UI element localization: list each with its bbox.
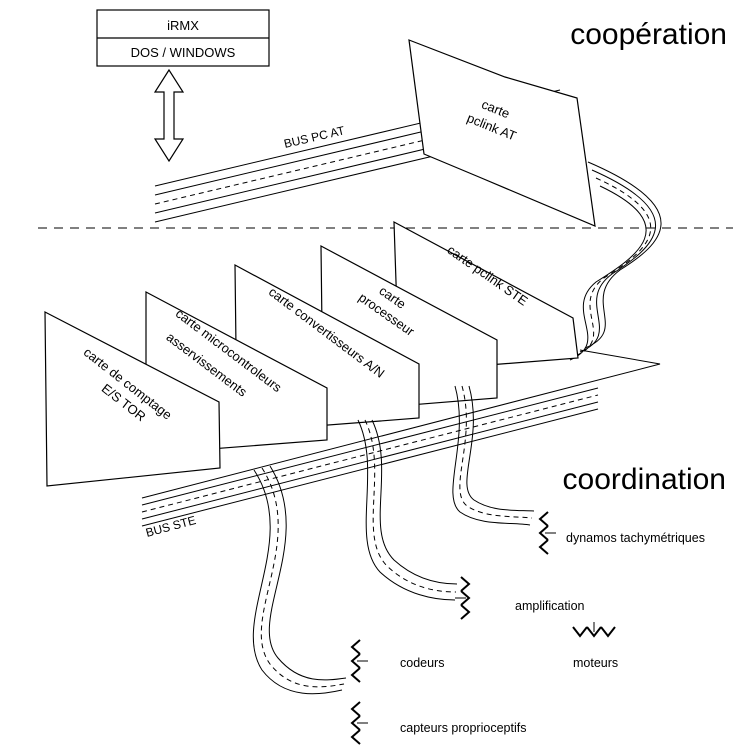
bus-ste-label: BUS STE bbox=[144, 513, 197, 540]
signal-arrows-icon bbox=[350, 701, 368, 745]
cooperation-level-title: coopération bbox=[570, 18, 727, 51]
coordination-level-title: coordination bbox=[563, 463, 726, 496]
device-capteurs-label: capteurs proprioceptifs bbox=[400, 721, 526, 735]
bus-ste bbox=[141, 349, 661, 527]
board-comptage: carte de comptage E/S TOR bbox=[44, 311, 221, 487]
device-dynamos-label: dynamos tachymétriques bbox=[566, 531, 705, 545]
double-arrow-icon bbox=[153, 68, 185, 163]
signal-arrows-icon bbox=[538, 511, 556, 555]
os-box: iRMX DOS / WINDOWS bbox=[96, 9, 270, 67]
cable-amplification bbox=[357, 419, 458, 601]
board-pclink-at: carte pclink AT bbox=[408, 39, 596, 227]
os-box-top-label: iRMX bbox=[167, 18, 199, 33]
device-codeurs-label: codeurs bbox=[400, 656, 444, 670]
cable-codeurs bbox=[252, 465, 347, 695]
bus-pc-at-label: BUS PC AT bbox=[283, 123, 347, 151]
inter-level-cable bbox=[569, 161, 662, 361]
cable-dynamos bbox=[452, 385, 535, 526]
signal-arrows-icon bbox=[455, 576, 471, 620]
signal-arrows-icon bbox=[572, 622, 616, 638]
device-amplification-label: amplification bbox=[515, 599, 585, 613]
device-moteurs-label: moteurs bbox=[573, 656, 618, 670]
os-box-bottom-label: DOS / WINDOWS bbox=[131, 45, 236, 60]
signal-arrows-icon bbox=[350, 639, 368, 683]
